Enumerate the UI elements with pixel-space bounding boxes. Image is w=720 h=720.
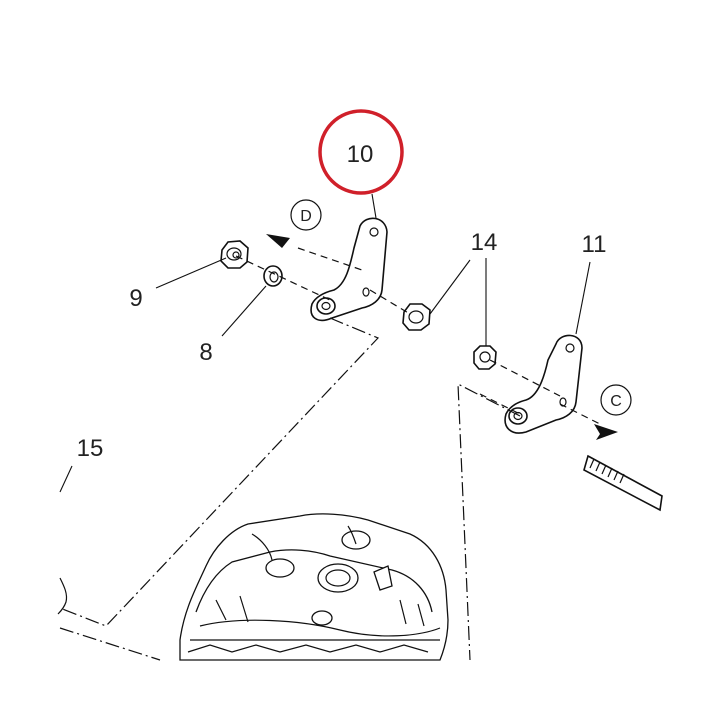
highlight-circle [318,109,404,195]
callout-15: 15 [77,435,104,462]
callout-9: 9 [129,285,142,312]
arrow-c: C [594,384,632,440]
callout-8: 8 [199,339,212,366]
callout-leaders [59,193,591,493]
callout-10: 10 [347,141,374,168]
assembly-lines [59,247,601,661]
arrow-c-label: C [610,393,622,410]
arrow-d: D [266,199,322,248]
threaded-rod [583,454,663,512]
nut-part-14-upper[interactable] [402,303,431,331]
arrow-d-label: D [300,208,312,225]
partial-component-15 [57,577,68,615]
callout-11: 11 [582,231,607,258]
nut-part-9[interactable] [220,240,249,269]
bracket-part-10[interactable] [310,217,388,322]
callout-14: 14 [471,229,498,256]
bracket-part-11[interactable] [504,334,583,434]
engine-cylinder-head [179,513,449,661]
washer-part-8[interactable] [263,265,283,287]
nut-part-14-lower[interactable] [473,345,497,370]
